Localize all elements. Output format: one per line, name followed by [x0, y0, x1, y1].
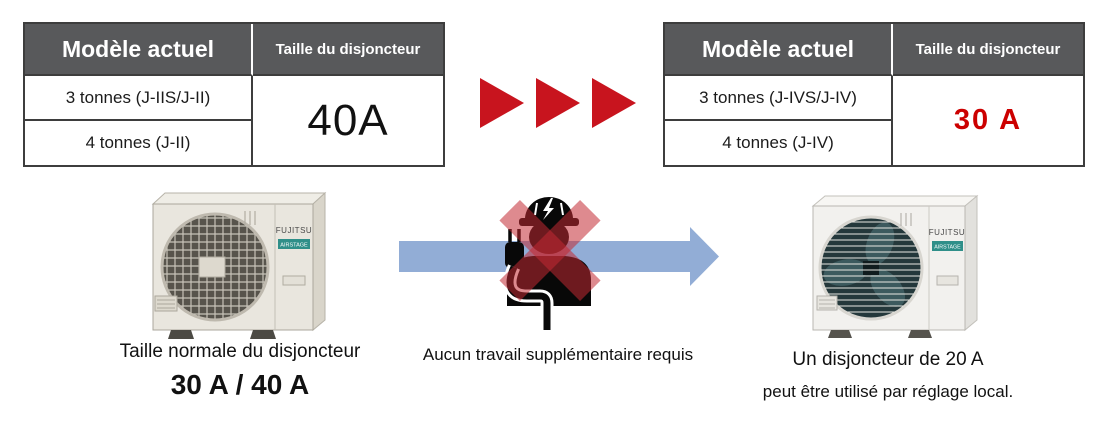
- caption-line: Un disjoncteur de 20 A: [792, 349, 984, 370]
- unit-foot: [250, 330, 276, 339]
- breaker-size-header: Taille du disjoncteur: [893, 24, 1083, 76]
- unit-foot: [168, 330, 194, 339]
- caption-line: Taille normale du disjoncteur: [119, 341, 361, 362]
- brand-text: FUJITSU: [276, 226, 312, 235]
- middle-caption: Aucun travail supplémentaire requis: [422, 345, 694, 364]
- current-model-header: Modèle actuel: [25, 24, 253, 76]
- table-row: 3 tonnes (J-IIS/J-II): [25, 76, 253, 121]
- airstage-badge: [932, 241, 963, 251]
- brand-text: FUJITSU: [929, 228, 965, 237]
- table-row: 3 tonnes (J-IVS/J-IV): [665, 76, 893, 121]
- table-row: 4 tonnes (J-II): [25, 121, 253, 165]
- vent-slots: [244, 211, 256, 225]
- new-model-table: Modèle actuel Taille du disjoncteur 3 to…: [663, 22, 1085, 167]
- table-row: 4 tonnes (J-IV): [665, 121, 893, 165]
- breaker-size-value: 30 A: [893, 76, 1083, 165]
- red-forward-arrows-icon: [480, 78, 636, 128]
- current-model-header: Modèle actuel: [665, 24, 893, 76]
- unit-foot: [828, 330, 852, 338]
- badge-text: AIRSTAGE: [280, 243, 308, 249]
- outdoor-unit-right-image: FUJITSU AIRSTAGE: [811, 194, 979, 338]
- no-work-needed-graphic: [399, 197, 719, 330]
- outdoor-unit-left-image: FUJITSU AIRSTAGE: [151, 191, 327, 339]
- airstage-badge: [278, 239, 310, 249]
- caption-line: peut être utilisé par réglage local.: [762, 381, 1014, 401]
- badge-text: AIRSTAGE: [934, 245, 961, 251]
- breaker-size-header: Taille du disjoncteur: [253, 24, 443, 76]
- breaker-rating-text: 30 A / 40 A: [170, 368, 310, 400]
- red-cross-icon: [499, 199, 601, 302]
- unit-foot: [908, 330, 932, 338]
- vent-slots: [900, 213, 912, 226]
- current-model-table: Modèle actuel Taille du disjoncteur 3 to…: [23, 22, 445, 167]
- left-unit-caption: Taille normale du disjoncteur 30 A / 40 …: [40, 340, 440, 402]
- right-unit-caption: Un disjoncteur de 20 A peut être utilisé…: [723, 348, 1053, 402]
- breaker-size-value: 40A: [253, 76, 443, 165]
